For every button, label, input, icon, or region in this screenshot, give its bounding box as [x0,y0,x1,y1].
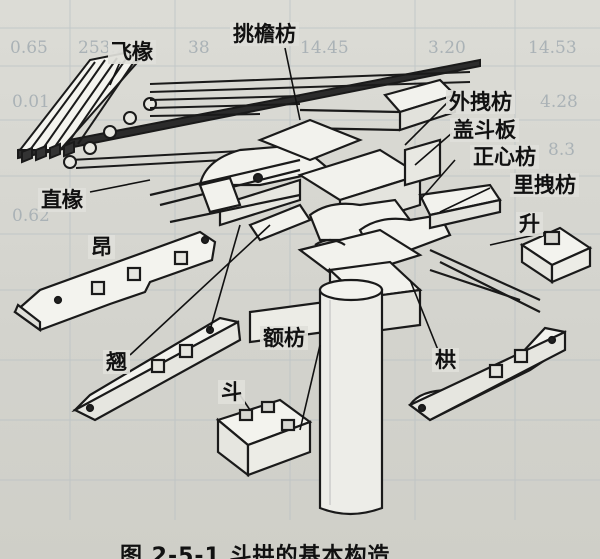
label-e-fang: 额枋 [260,326,308,350]
label-fei-chuan: 飞椽 [108,40,156,64]
ang-component [13,230,217,333]
sheng-component [519,226,593,285]
rafters [17,46,481,169]
label-gong: 栱 [432,348,459,372]
label-qiao: 翘 [103,350,130,374]
leader-lines [89,47,549,431]
label-sheng: 升 [516,212,543,236]
qiao-component [71,316,242,422]
label-wai-zhuai-fang: 外拽枋 [446,90,515,114]
bg-cell: 4.28 [540,92,578,112]
column [318,278,384,516]
label-li-zhuai-fang: 里拽枋 [510,173,579,197]
figure-caption: 图 2-5-1 斗拱的基本构造 [120,544,391,559]
label-tiao-yan-fang: 挑檐枋 [230,22,299,46]
label-zheng-xin-fang: 正心枋 [470,145,539,169]
bg-cell: 0.01 [12,92,50,112]
dou-component [215,398,313,478]
bracket-cluster [149,78,541,344]
bg-cell: 3.20 [428,38,466,58]
bg-cell: 38 [188,38,210,58]
gong-component [407,326,567,422]
label-zhi-chuan: 直椽 [38,188,86,212]
bg-cell: 8.3 [548,140,576,160]
bg-cell: 14.45 [300,38,349,58]
label-dou: 斗 [218,380,245,404]
label-gai-dou-ban: 盖斗板 [450,118,519,142]
bg-cell: 0.65 [10,38,48,58]
label-ang: 昂 [88,235,115,259]
bg-cell: 14.53 [528,38,577,58]
